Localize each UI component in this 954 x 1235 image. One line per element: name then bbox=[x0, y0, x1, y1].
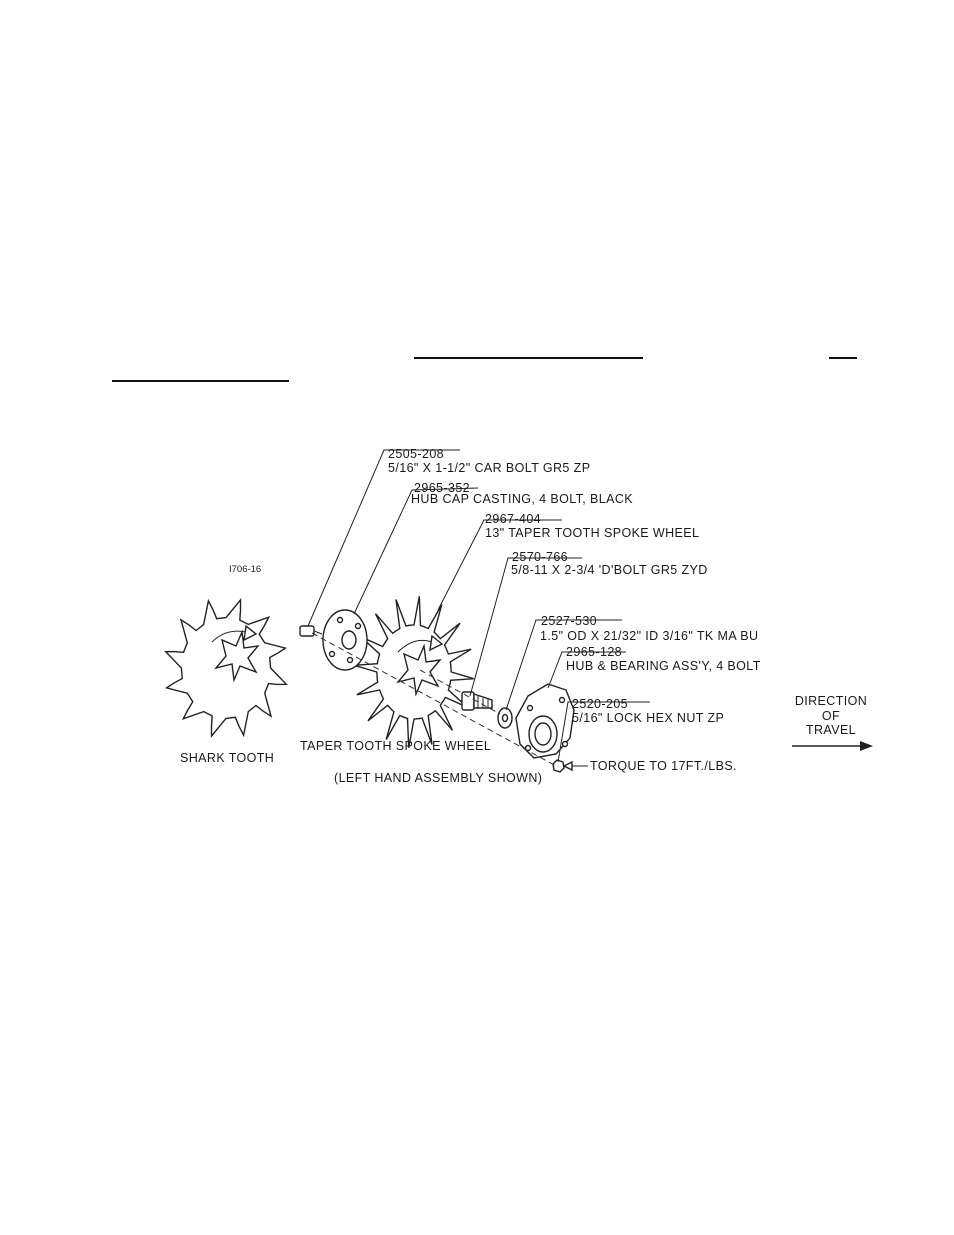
callout-description: 5/16" X 1-1/2" CAR BOLT GR5 ZP bbox=[388, 461, 590, 475]
rotation-arrow-icon bbox=[397, 639, 433, 653]
carriage-bolt bbox=[299, 625, 323, 637]
taper-tooth-spoke-wheel bbox=[354, 596, 474, 748]
callout-description: HUB & BEARING ASS'Y, 4 BOLT bbox=[566, 659, 761, 673]
leader-line bbox=[557, 701, 650, 763]
callout-description: 1.5" OD X 21/32" ID 3/16" TK MA BU bbox=[540, 629, 758, 643]
text-underline-2 bbox=[829, 357, 857, 359]
shark-tooth-label: SHARK TOOTH bbox=[180, 751, 274, 765]
washer bbox=[497, 707, 513, 729]
drawing-id: I706-16 bbox=[229, 564, 261, 575]
leader-line bbox=[505, 619, 622, 711]
callout-description: 5/16" LOCK HEX NUT ZP bbox=[572, 711, 724, 725]
leader-line bbox=[469, 557, 582, 697]
travel-arrow-icon bbox=[792, 741, 873, 751]
rotation-arrow-icon bbox=[211, 630, 247, 643]
callout-part-number: 2965-128 bbox=[566, 645, 622, 659]
callout-part-number: 2520-205 bbox=[572, 697, 628, 711]
shark-tooth-wheel bbox=[164, 597, 288, 739]
assembly-axis-line bbox=[419, 669, 501, 715]
callout-part-number: 2965-352 bbox=[414, 481, 470, 495]
direction-label: OF bbox=[822, 709, 840, 723]
leader-line bbox=[353, 487, 479, 615]
taper-tooth-label: TAPER TOOTH SPOKE WHEEL bbox=[300, 739, 491, 753]
callout-part-number: 2505-208 bbox=[388, 447, 444, 461]
callout-description: 13" TAPER TOOTH SPOKE WHEEL bbox=[485, 526, 699, 540]
direction-label: DIRECTION bbox=[795, 694, 867, 708]
assembly-note: (LEFT HAND ASSEMBLY SHOWN) bbox=[334, 771, 542, 785]
hub-cap-casting bbox=[322, 609, 368, 671]
d-bolt bbox=[461, 691, 493, 711]
shark-hub-star bbox=[214, 629, 260, 683]
direction-label: TRAVEL bbox=[806, 723, 856, 737]
torque-note: TORQUE TO 17FT./LBS. bbox=[590, 759, 737, 773]
callout-part-number: 2527-530 bbox=[541, 614, 597, 628]
callout-description: HUB CAP CASTING, 4 BOLT, BLACK bbox=[411, 492, 633, 506]
taper-hub-star bbox=[396, 643, 442, 697]
callout-part-number: 2570-766 bbox=[512, 550, 568, 564]
leader-line bbox=[547, 651, 626, 689]
leader-line bbox=[437, 519, 562, 611]
leader-line bbox=[307, 449, 460, 627]
callout-description: 5/8-11 X 2-3/4 'D'BOLT GR5 ZYD bbox=[511, 563, 708, 577]
lock-hex-nut bbox=[552, 759, 565, 773]
text-underline-1 bbox=[414, 357, 643, 359]
assembly-axis-line bbox=[311, 632, 557, 767]
text-underline-3 bbox=[112, 380, 289, 382]
callout-part-number: 2967-404 bbox=[485, 512, 541, 526]
